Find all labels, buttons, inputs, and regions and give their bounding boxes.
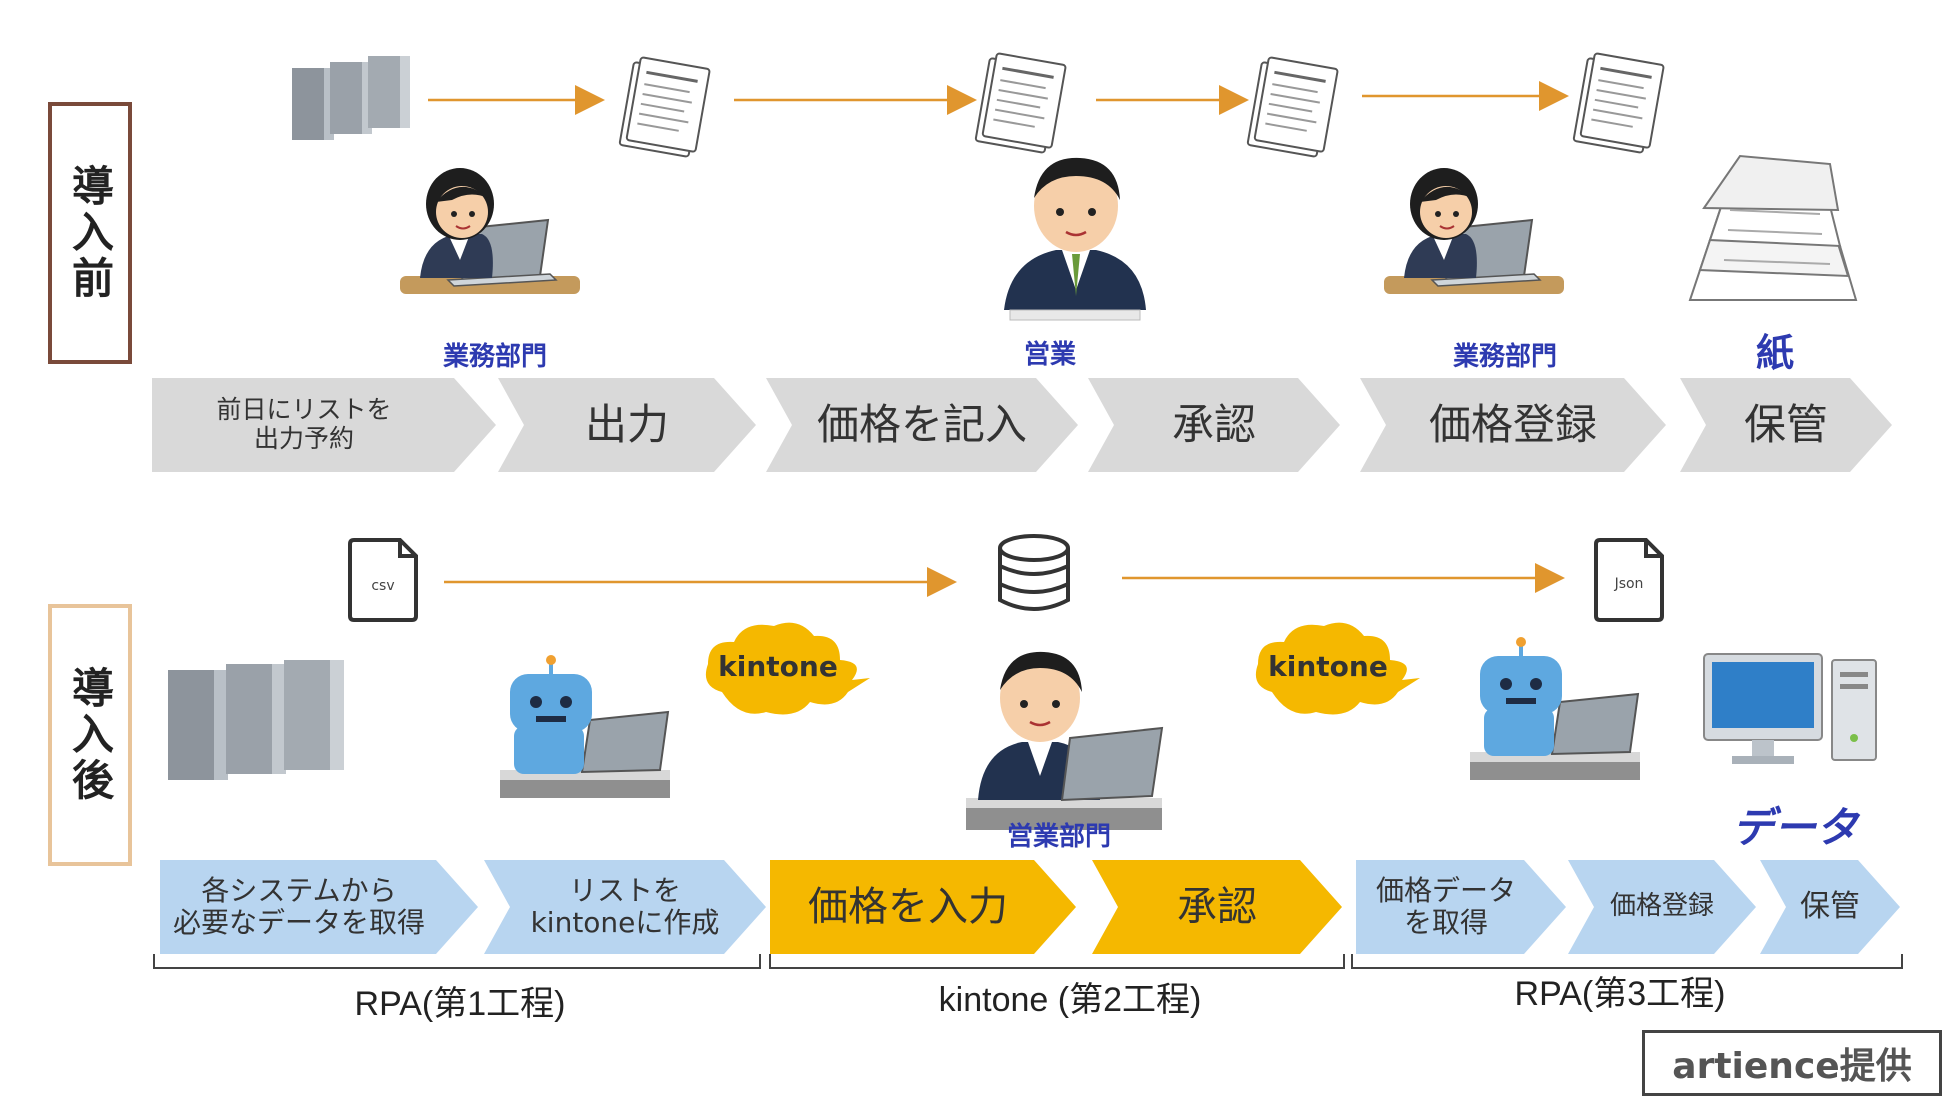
group-bracket <box>153 954 761 969</box>
step-label: 価格登録 <box>1428 399 1597 449</box>
process-step: 保管 <box>1760 860 1900 954</box>
step-label: 承認 <box>1171 399 1256 449</box>
process-step: 出力 <box>498 378 756 472</box>
group-bracket <box>1351 954 1903 969</box>
group-bracket <box>769 954 1345 969</box>
process-step: 価格登録 <box>1360 378 1666 472</box>
role-label: データ <box>1731 803 1858 852</box>
step-label: 承認 <box>1177 884 1257 930</box>
file-label: csv <box>371 578 394 594</box>
json-file-icon: Json <box>1594 538 1664 622</box>
group-label: RPA(第3工程) <box>1514 975 1726 1013</box>
process-step: リストを kintoneに作成 <box>484 860 766 954</box>
step-label: 価格データ を取得 <box>1375 873 1516 939</box>
step-label: 保管 <box>1800 888 1860 924</box>
step-label: 価格を記入 <box>816 399 1027 449</box>
role-label: 紙 <box>1755 331 1794 375</box>
credit-text: artience提供 <box>1672 1046 1912 1087</box>
before-label: 導入前 <box>65 164 115 302</box>
desktop-computer-icon <box>1703 653 1877 764</box>
businessman-icon <box>966 651 1164 830</box>
process-step: 保管 <box>1680 378 1892 472</box>
role-label: 業務部門 <box>1452 342 1557 372</box>
businessman-icon <box>1004 157 1146 321</box>
cloud-label: kintone <box>718 650 838 683</box>
csv-file-icon: csv <box>348 538 418 622</box>
role-label: 営業 <box>1023 340 1076 370</box>
step-label: 出力 <box>584 399 669 449</box>
after-illustrations: csv Json kintone <box>168 534 1877 830</box>
process-step: 価格データ を取得 <box>1356 860 1566 954</box>
step-label: 価格登録 <box>1609 891 1714 922</box>
before-illustrations <box>292 50 1858 321</box>
document-icon <box>1571 50 1666 156</box>
before-label-box: 導入前 <box>48 102 132 364</box>
after-label-box: 導入後 <box>48 604 132 866</box>
role-label: 業務部門 <box>442 342 547 372</box>
document-icon <box>617 54 712 160</box>
step-label: 前日にリストを 出力予約 <box>216 395 392 453</box>
cloud-label: kintone <box>1268 650 1388 683</box>
group-brackets <box>153 954 1903 969</box>
document-icon <box>1245 54 1340 160</box>
cloud-icon: kintone <box>705 622 870 715</box>
robot-at-laptop-icon <box>1468 635 1642 782</box>
paper-pile-icon <box>1688 154 1858 301</box>
server-icon <box>168 660 344 780</box>
process-step: 承認 <box>1092 860 1342 954</box>
woman-at-laptop-icon <box>399 167 581 295</box>
process-step: 価格を入力 <box>770 860 1076 954</box>
database-icon <box>998 534 1070 611</box>
process-step: 各システムから 必要なデータを取得 <box>160 860 478 954</box>
server-icon <box>292 56 410 140</box>
process-step: 承認 <box>1088 378 1340 472</box>
process-step: 価格登録 <box>1568 860 1756 954</box>
document-icon <box>973 50 1068 156</box>
group-label: kintone (第2工程) <box>938 981 1202 1019</box>
robot-at-laptop-icon <box>498 653 672 800</box>
cloud-icon: kintone <box>1255 622 1420 715</box>
step-label: 価格を入力 <box>808 884 1008 930</box>
credit-box: artience提供 <box>1642 1030 1942 1096</box>
woman-at-laptop-icon <box>1383 167 1565 295</box>
process-step: 前日にリストを 出力予約 <box>152 378 496 472</box>
file-label: Json <box>1614 576 1644 592</box>
step-label: リストを kintoneに作成 <box>530 873 720 939</box>
role-label: 営業部門 <box>1006 822 1111 852</box>
process-step: 価格を記入 <box>766 378 1078 472</box>
after-label: 導入後 <box>65 666 115 804</box>
step-label: 各システムから 必要なデータを取得 <box>172 873 425 939</box>
step-label: 保管 <box>1743 399 1828 449</box>
group-label: RPA(第1工程) <box>354 985 566 1023</box>
